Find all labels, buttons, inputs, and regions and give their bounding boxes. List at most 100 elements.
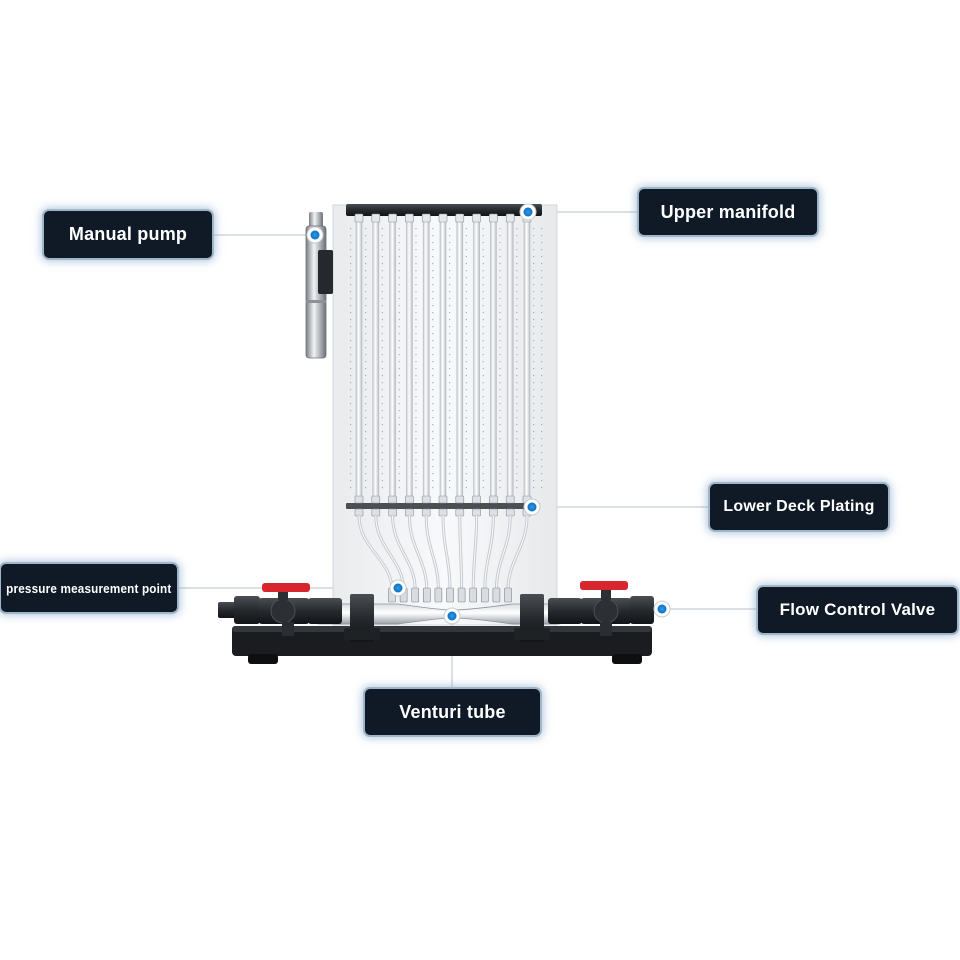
connecting-hoses-highlight [358,515,528,591]
scale-dot [350,256,352,258]
scale-dot [398,235,400,237]
scale-dot [541,256,543,258]
scale-dot [465,284,467,286]
scale-dot [415,445,417,447]
marker-venturi [443,607,461,625]
scale-dot [449,410,451,412]
flow-control-valve-handle[interactable] [580,581,628,590]
scale-dot [482,417,484,419]
scale-dot [541,473,543,475]
scale-dot [541,389,543,391]
scale-dot [365,291,367,293]
scale-dot [432,396,434,398]
scale-dot [449,431,451,433]
scale-dot [350,410,352,412]
scale-dot [465,242,467,244]
scale-dot [533,235,535,237]
scale-dot [533,326,535,328]
scale-dot [350,235,352,237]
scale-dot [516,263,518,265]
lower-fitting-top [505,495,515,504]
scale-dot [516,354,518,356]
scale-dot [365,410,367,412]
upper-fitting [472,213,481,223]
scale-dot [482,347,484,349]
scale-dot [499,431,501,433]
scale-dot [350,466,352,468]
inlet-valve-handle[interactable] [262,583,310,592]
scale-dot [516,431,518,433]
scale-dot [350,298,352,300]
scale-dot [398,305,400,307]
venturi-tap [480,587,489,603]
scale-dot [499,389,501,391]
scale-dot [482,312,484,314]
scale-dot [398,403,400,405]
scale-dot [533,396,535,398]
scale-dot [533,361,535,363]
venturi-tap [457,587,466,603]
venturi-pressure-taps [388,587,512,603]
scale-dot [398,319,400,321]
scale-dot [499,410,501,412]
scale-dot [415,396,417,398]
scale-dot [533,228,535,230]
scale-dot [449,305,451,307]
scale-dot [432,382,434,384]
scale-dot [350,305,352,307]
scale-dot [499,459,501,461]
scale-dot [415,305,417,307]
scale-dot [432,417,434,419]
scale-dot [499,256,501,258]
scale-dot [350,487,352,489]
connecting-hose-highlight [392,515,416,591]
scale-dot [415,228,417,230]
scale-dot [398,473,400,475]
scale-dot [415,298,417,300]
scale-dot [499,298,501,300]
scale-dot [482,291,484,293]
scale-dot [449,438,451,440]
scale-dot [533,305,535,307]
scale-dot [449,452,451,454]
scale-dot [432,242,434,244]
scale-dot [381,354,383,356]
scale-dot [541,424,543,426]
scale-dot [541,396,543,398]
scale-dot [482,487,484,489]
scale-dot [516,361,518,363]
scale-dot [465,445,467,447]
scale-dot [350,361,352,363]
scale-dot [415,403,417,405]
scale-dot [365,389,367,391]
scale-dot [398,361,400,363]
scale-dot [415,389,417,391]
scale-dot [449,424,451,426]
scale-dot [381,368,383,370]
scale-dot [365,403,367,405]
pressure-measurement-point-label: pressure measurement point [1,564,177,612]
scale-dot [432,452,434,454]
scale-dot [398,256,400,258]
scale-dot [499,291,501,293]
upper-fitting [489,213,498,223]
scale-dot [415,487,417,489]
scale-dot [541,487,543,489]
scale-dot [482,459,484,461]
scale-dot [533,354,535,356]
venturi-tube-label-text: Venturi tube [399,701,506,722]
scale-dot [350,473,352,475]
scale-dot [415,431,417,433]
scale-dot [499,270,501,272]
scale-dot [482,249,484,251]
scale-dot [350,382,352,384]
manometer-tube [523,217,531,505]
scale-dot [365,284,367,286]
scale-dot [465,431,467,433]
scale-dot [449,242,451,244]
connecting-hose-highlight [358,515,393,591]
scale-dot [432,333,434,335]
scale-dot [449,291,451,293]
scale-dot [499,284,501,286]
scale-dot [482,340,484,342]
